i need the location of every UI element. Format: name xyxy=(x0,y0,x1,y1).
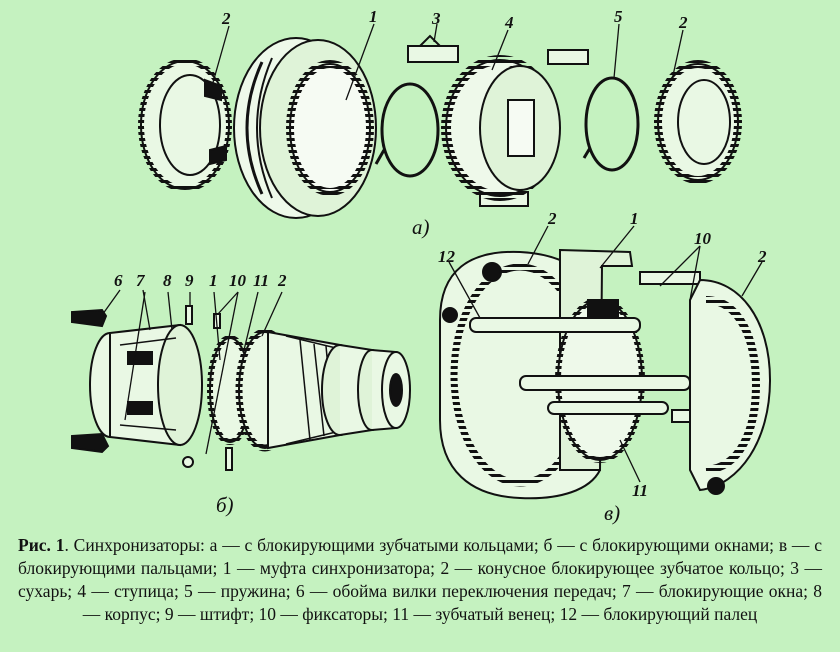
spring-ring-left xyxy=(374,82,440,178)
callouts-v: 2 1 10 2 12 11 xyxy=(438,209,767,500)
subfigure-label-v: в) xyxy=(604,501,620,525)
subfigure-a-drawing xyxy=(138,23,742,219)
subfigure-label-b: б) xyxy=(216,493,234,517)
key-block-mid xyxy=(547,49,589,65)
subfigure-label-a: а) xyxy=(412,215,430,239)
fork-cage xyxy=(71,308,110,454)
callout-v-2: 1 xyxy=(630,209,639,228)
blocking-ring-flange-right xyxy=(689,278,772,495)
callout-v-6: 11 xyxy=(632,481,648,500)
callout-a-1: 2 xyxy=(221,9,231,28)
callout-v-5: 12 xyxy=(438,247,456,266)
subfigure-v-drawing xyxy=(439,225,772,500)
blocking-ring-left xyxy=(138,58,232,192)
synchronizer-sleeve-a xyxy=(233,37,377,219)
blocking-ring-right xyxy=(654,60,742,184)
leader-lines-b xyxy=(99,289,283,455)
callout-b-5: 1 xyxy=(209,271,218,290)
synchronizer-housing xyxy=(89,323,203,447)
key-block-top xyxy=(407,34,459,63)
callout-b-8: 2 xyxy=(277,271,287,290)
callout-v-4: 2 xyxy=(757,247,767,266)
callout-b-1: 6 xyxy=(114,271,123,290)
figure-caption-label: Рис. 1 xyxy=(18,535,65,555)
pin-upper xyxy=(185,305,193,325)
callout-b-3: 8 xyxy=(163,271,172,290)
callouts-a: 2 1 3 4 5 2 xyxy=(221,7,688,32)
synchronizer-hub xyxy=(441,55,561,201)
synchronizer-sleeve-v xyxy=(555,248,645,471)
callout-a-3: 3 xyxy=(431,9,441,28)
callout-b-7: 11 xyxy=(253,271,269,290)
spring-ring-right xyxy=(582,76,640,172)
callout-b-2: 7 xyxy=(136,271,146,290)
detent-ball-lower xyxy=(182,456,194,468)
figure-caption: Рис. 1. Синхронизаторы: а — с блокирующи… xyxy=(18,534,822,626)
subfigure-b-drawing xyxy=(71,289,411,471)
callout-b-4: 9 xyxy=(185,271,194,290)
gear-with-ring xyxy=(207,328,411,452)
callout-b-6: 10 xyxy=(229,271,247,290)
leader-lines-v xyxy=(448,225,763,483)
callouts-b: 6 7 8 9 1 10 11 2 xyxy=(114,271,287,290)
blocking-pins xyxy=(469,271,713,423)
callout-a-2: 1 xyxy=(369,7,378,26)
callout-v-1: 2 xyxy=(547,209,557,228)
leader-lines-a xyxy=(211,23,684,101)
callout-a-4: 4 xyxy=(504,13,514,32)
figure-caption-text: . Синхронизаторы: а — с блокирующими зуб… xyxy=(18,535,822,624)
pin-lower xyxy=(225,447,233,471)
callout-a-5: 5 xyxy=(614,7,623,26)
callout-v-3: 10 xyxy=(694,229,712,248)
callout-a-6: 2 xyxy=(678,13,688,32)
